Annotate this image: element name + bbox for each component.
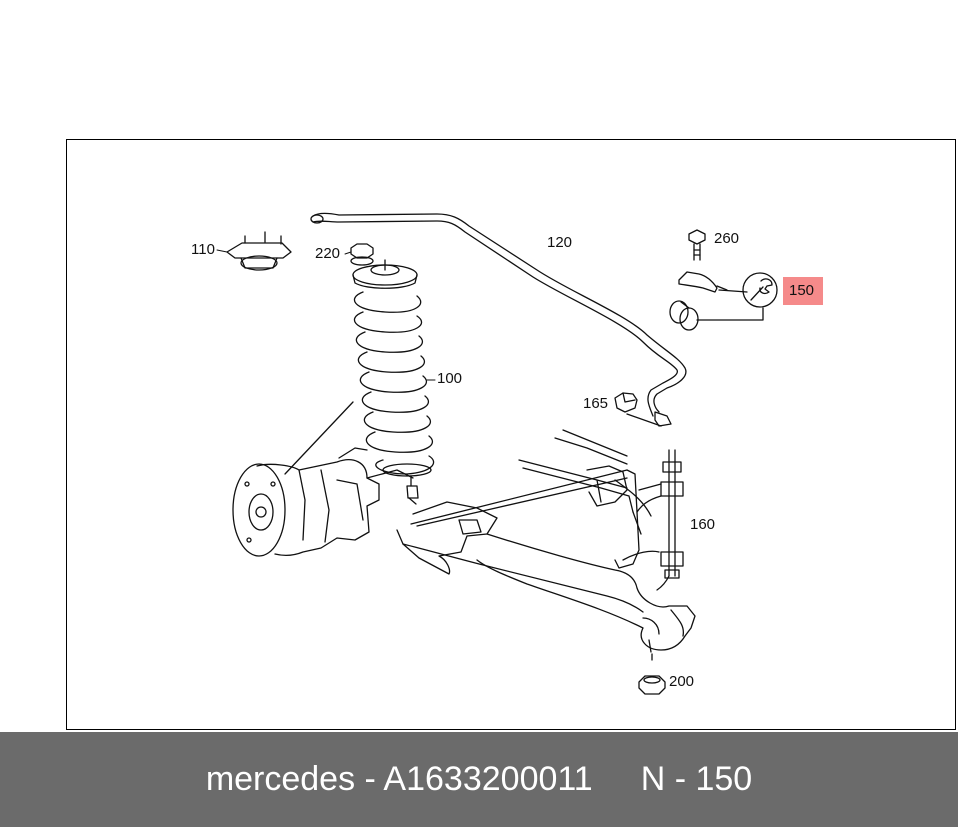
- leader-lines: [216, 249, 436, 381]
- upper-control-arm: [410, 429, 662, 569]
- bracket-bushing-150: [669, 271, 764, 331]
- nut-220: [350, 243, 374, 266]
- callout-220: 220: [315, 245, 341, 262]
- footer-bar: mercedes - A1633200011 N - 150: [0, 732, 958, 827]
- diagram-frame: 110 220 120 260 150 100 165 160 200: [66, 139, 956, 730]
- link-rod-160: [636, 449, 684, 591]
- callout-120: 120: [547, 234, 573, 251]
- bolt-260: [688, 229, 706, 261]
- suspension-exploded-diagram: [216, 212, 778, 695]
- footer-part-number: mercedes - A1633200011: [205, 760, 593, 798]
- footer-position: N - 150: [640, 760, 753, 798]
- callout-100: 100: [437, 370, 463, 387]
- nut-165: [614, 392, 662, 427]
- lower-control-arm: [396, 501, 696, 653]
- stabilizer-bar-120: [310, 212, 687, 427]
- callout-160: 160: [690, 516, 716, 533]
- callout-165: 165: [583, 395, 609, 412]
- callout-200: 200: [669, 673, 695, 690]
- callout-260: 260: [714, 230, 740, 247]
- coil-spring-strut-100: [352, 259, 435, 505]
- callout-150-highlighted[interactable]: 150: [783, 277, 824, 305]
- callout-110: 110: [191, 241, 215, 258]
- nut-200: [638, 653, 666, 695]
- wrench-icon: [742, 272, 778, 308]
- strut-mount-110: [226, 231, 292, 271]
- steering-knuckle-hub: [232, 401, 414, 557]
